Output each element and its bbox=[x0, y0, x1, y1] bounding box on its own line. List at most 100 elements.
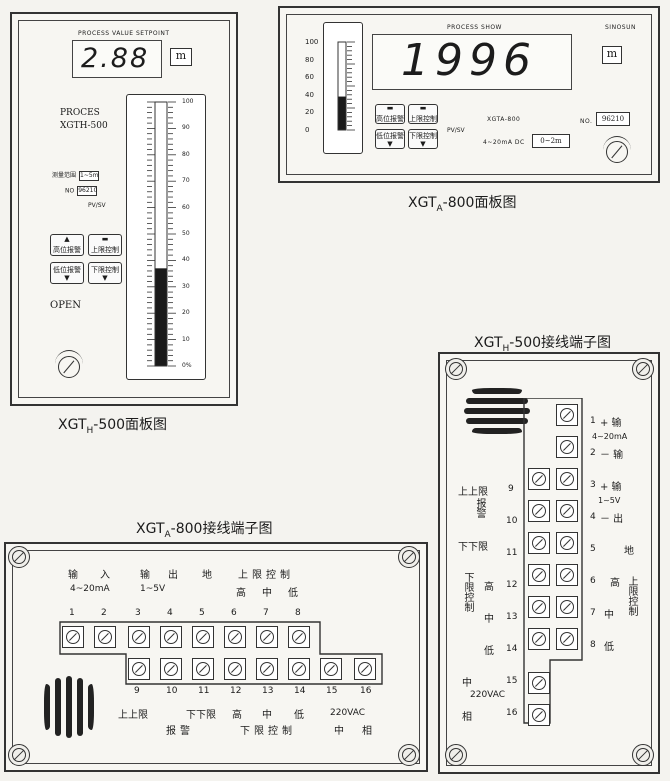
h500-high-alarm-label: 高位报警 bbox=[53, 246, 81, 254]
h500-upper-ctrl-button[interactable]: 上限控制▬ bbox=[88, 234, 122, 256]
a800-low-top: 低 bbox=[288, 588, 298, 599]
h500-scale-label: 20 bbox=[182, 309, 190, 317]
screw-icon bbox=[445, 358, 467, 380]
h500-scale-label: 70 bbox=[182, 177, 190, 185]
a800-hdr-out1: 输 bbox=[140, 570, 150, 581]
a800-upper-ctrl-label: 上限控制 bbox=[409, 115, 437, 123]
h500-power-mid: 中 bbox=[462, 678, 472, 689]
a800-bottom-num: 14 bbox=[294, 686, 306, 696]
h500-pvsv: PV/SV bbox=[88, 202, 106, 209]
screw-icon bbox=[445, 744, 467, 766]
up-arrow-icon: ▲ bbox=[64, 235, 70, 243]
a800-top-num: 6 bbox=[231, 608, 237, 618]
h500-knob-icon[interactable] bbox=[58, 356, 80, 378]
h500-low-alarm-label: 低位报警 bbox=[53, 266, 81, 274]
a800-terminal bbox=[128, 626, 150, 648]
a800-hdr-gnd: 地 bbox=[202, 570, 212, 581]
h500-range-value: 1~5m bbox=[79, 170, 100, 181]
a800-terminal bbox=[256, 658, 278, 680]
h500-t1-range: 4~20mA bbox=[592, 432, 628, 441]
h500-mid-left: 中 bbox=[484, 614, 494, 625]
h500-upper-ctrl-label: 上限控制 bbox=[91, 246, 119, 254]
a800-low-alarm-label: 低位报警 bbox=[376, 132, 404, 140]
h500-model-line1: PROCES bbox=[60, 108, 100, 118]
a800-scale-label: 100 bbox=[305, 38, 319, 46]
a800-low-alarm-button[interactable]: 低位报警▼ bbox=[375, 129, 405, 149]
h500-bar-scale bbox=[147, 101, 176, 367]
screw-icon bbox=[560, 440, 574, 454]
caption-tail: -500接线端子图 bbox=[509, 335, 612, 351]
a800-terminal bbox=[354, 658, 376, 680]
screw-icon bbox=[98, 630, 112, 644]
h500-terminal bbox=[556, 628, 578, 650]
down-arrow-icon: ▼ bbox=[102, 274, 108, 282]
a800-display: 1996 bbox=[372, 34, 572, 90]
screw-icon bbox=[560, 504, 574, 518]
h500-scale-label: 60 bbox=[182, 203, 190, 211]
h500-open-label: OPEN bbox=[50, 300, 81, 311]
h500-high-alarm-button[interactable]: 高位报警 ▲ bbox=[50, 234, 84, 256]
a800-bottom-num: 16 bbox=[360, 686, 372, 696]
a800-bottom-num: 9 bbox=[134, 686, 140, 696]
h500-t14: 14 bbox=[506, 644, 518, 654]
h500-knob-arc bbox=[55, 350, 83, 378]
a800-lower-ctrl-button[interactable]: 下限控制▼ bbox=[408, 129, 438, 149]
down-arrow-icon: ▼ bbox=[64, 274, 70, 282]
a800-power-phase: 相 bbox=[362, 726, 372, 737]
h500-terminal bbox=[556, 596, 578, 618]
a800-bottom-num: 10 bbox=[166, 686, 178, 696]
screw-icon bbox=[292, 630, 306, 644]
h500-terminal bbox=[556, 564, 578, 586]
h500-t6: 6 bbox=[590, 576, 596, 586]
screw-icon bbox=[228, 630, 242, 644]
screw-icon bbox=[560, 472, 574, 486]
a800-terminal bbox=[94, 626, 116, 648]
a800-knob-icon[interactable] bbox=[606, 141, 628, 163]
h500-lower-ctrl-button[interactable]: 下限控制▼ bbox=[88, 262, 122, 284]
h500-scale-label: 0% bbox=[182, 362, 192, 369]
up-arrow-icon: ▬ bbox=[386, 104, 394, 112]
a800-scale-label: 0 bbox=[305, 126, 310, 134]
h500-high: 高 bbox=[610, 578, 620, 589]
h500-terminal bbox=[528, 672, 550, 694]
h500-low-alarm-button[interactable]: 低位报警▼ bbox=[50, 262, 84, 284]
a800-upper-ctrl-button[interactable]: ▬上限控制 bbox=[408, 104, 438, 124]
a800-scale-label: 60 bbox=[305, 73, 314, 82]
caption-main: XGT bbox=[136, 521, 165, 537]
a800-no-box: 96210 bbox=[596, 112, 630, 126]
a800-hdr-upper-ctrl: 上限控制 bbox=[238, 570, 294, 581]
screw-icon bbox=[358, 662, 372, 676]
a800-knob-arc bbox=[603, 136, 631, 164]
screw-icon bbox=[532, 536, 546, 550]
a800-low-bot: 低 bbox=[294, 710, 304, 721]
a800-bottom-num: 12 bbox=[230, 686, 242, 696]
h500-scale-label: 40 bbox=[182, 256, 190, 264]
h500-t3-range: 1~5V bbox=[598, 496, 621, 505]
h500-no-value: 96210 bbox=[77, 186, 98, 196]
screw-icon bbox=[560, 568, 574, 582]
h500-terminal bbox=[528, 628, 550, 650]
screw-icon bbox=[398, 546, 420, 568]
h500-low-left: 低 bbox=[484, 646, 494, 657]
a800-high-alarm-button[interactable]: ▬高位报警 bbox=[375, 104, 405, 124]
a800-unit-box: m bbox=[602, 46, 622, 64]
screw-icon bbox=[196, 662, 210, 676]
a800-terminal-caption: XGTA-800接线端子图 bbox=[136, 518, 272, 540]
h500-t16: 16 bbox=[506, 708, 518, 718]
a800-top-num: 1 bbox=[69, 608, 75, 618]
h500-terminal bbox=[528, 704, 550, 726]
screw-icon bbox=[228, 662, 242, 676]
screw-icon bbox=[532, 676, 546, 690]
h500-t5-label: 地 bbox=[624, 546, 634, 557]
screw-icon bbox=[560, 536, 574, 550]
h500-terminal bbox=[556, 532, 578, 554]
a800-power-mid: 中 bbox=[334, 726, 344, 737]
h500-t12: 12 bbox=[506, 580, 518, 590]
a800-terminal bbox=[160, 626, 182, 648]
screw-icon bbox=[532, 504, 546, 518]
h500-lower-ctrl: 下限控制 bbox=[462, 572, 473, 612]
h500-terminal bbox=[528, 500, 550, 522]
h500-level-fill bbox=[155, 268, 167, 366]
screw-icon bbox=[398, 744, 420, 766]
